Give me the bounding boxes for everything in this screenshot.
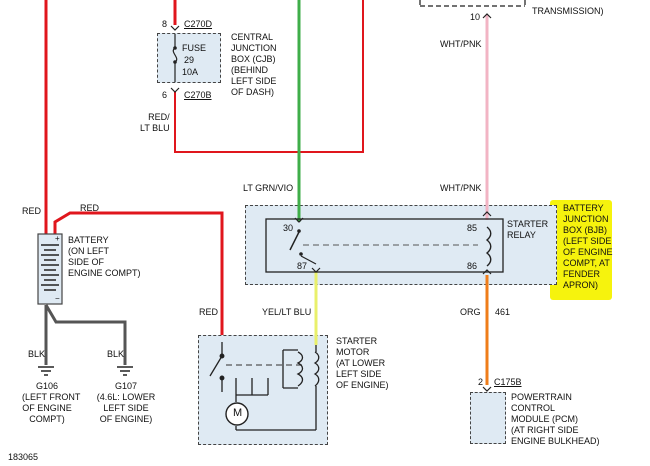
relay-pin-85: 85	[467, 223, 478, 233]
wht-pnk-mid-label: WHT/PNK	[440, 183, 482, 193]
pcm-pin: 2	[478, 377, 484, 387]
pcm-description: POWERTRAIN CONTROL MODULE (PCM) (AT RIGH…	[511, 392, 600, 447]
starter-desc-line: LEFT SIDE	[336, 369, 382, 379]
relay-name-line: RELAY	[507, 230, 536, 240]
pin-10-label: 10	[470, 12, 481, 22]
wht-pnk-top-label: WHT/PNK	[440, 39, 482, 49]
relay-pin-86: 86	[467, 261, 478, 271]
relay-pin-30: 30	[283, 223, 294, 233]
ground-symbol-g106	[38, 366, 54, 376]
red-starter-label: RED	[199, 307, 219, 317]
pcm-desc-line: POWERTRAIN	[511, 392, 572, 402]
ground-wire-g107	[44, 304, 127, 365]
bjb-desc-line: BATTERY	[563, 203, 604, 213]
pcm-desc-line: ENGINE BULKHEAD)	[511, 436, 600, 446]
org-label: ORG	[460, 307, 481, 317]
connector-chevrons	[170, 13, 492, 392]
starter-motor-box	[198, 335, 328, 445]
g106-line: OF ENGINE	[22, 403, 72, 413]
starter-description: STARTER MOTOR (AT LOWER LEFT SIDE OF ENG…	[336, 336, 389, 391]
lt-grn-vio-label: LT GRN/VIO	[243, 183, 294, 193]
circuit-461-label: 461	[495, 307, 511, 317]
bjb-desc-line: COMPT, AT	[563, 258, 610, 268]
blk-g106-label: BLK	[28, 349, 46, 359]
battery-desc-line: (ON LEFT	[68, 246, 110, 256]
red-lt-blu-wire	[174, 0, 364, 153]
bjb-desc-line: APRON)	[563, 280, 599, 290]
highlight-bjb-text	[550, 200, 612, 300]
fuse-symbol	[172, 34, 178, 82]
starter-desc-line: OF ENGINE)	[336, 380, 389, 390]
cjb-desc-line: CENTRAL	[231, 32, 274, 42]
g106-line: (LEFT FRONT	[22, 392, 81, 402]
battery-desc-line: BATTERY	[68, 235, 109, 245]
g106-description: G106 (LEFT FRONT OF ENGINE COMPT)	[22, 381, 81, 425]
starter-desc-line: (AT LOWER	[336, 358, 386, 368]
red-battery-left-label: RED	[22, 206, 42, 216]
motor-symbol-circle	[225, 402, 249, 426]
relay-pin-87: 87	[297, 261, 308, 271]
cjb-fuse-box	[157, 33, 221, 83]
red-battery-top-label: RED	[80, 203, 100, 213]
blk-g107-label: BLK	[107, 349, 125, 359]
relay-name-line: STARTER	[507, 219, 549, 229]
bjb-desc-line: BOX (BJB)	[563, 225, 608, 235]
fuse-number: 29	[184, 55, 195, 65]
transmission-label: TRANSMISSION)	[532, 6, 604, 16]
cjb-desc-line: (BEHIND	[231, 65, 269, 75]
starter-solenoid	[209, 342, 320, 431]
g107-line: (4.6L: LOWER	[96, 392, 156, 402]
motor-m-label: M	[233, 407, 243, 419]
starter-desc-line: STARTER	[336, 336, 378, 346]
g106-line: G106	[35, 381, 59, 391]
cjb-connector-bottom: C270B	[184, 90, 212, 100]
g107-line: G107	[114, 381, 138, 391]
battery-minus: −	[55, 294, 60, 303]
battery-desc-line: SIDE OF	[68, 257, 105, 267]
starter-relay-name: STARTER RELAY	[507, 219, 548, 241]
battery-plus: +	[55, 234, 60, 243]
cjb-pin-bottom: 6	[162, 90, 168, 100]
starter-relay-symbol	[265, 218, 504, 273]
pcm-desc-line: (AT RIGHT SIDE	[511, 425, 579, 435]
battery-desc-line: ENGINE COMPT)	[68, 268, 141, 278]
red-wire-battery-top	[53, 211, 224, 335]
cjb-desc-line: OF DASH)	[231, 87, 275, 97]
bjb-desc-line: OF ENGINE	[563, 247, 613, 257]
pcm-desc-line: MODULE (PCM)	[511, 414, 578, 424]
red-lt-blu-label: RED/ LT BLU	[140, 112, 170, 134]
relay-coil	[485, 226, 492, 267]
fuse-name: FUSE	[182, 43, 207, 53]
cjb-desc-line: BOX (CJB)	[231, 54, 276, 64]
pcm-desc-line: CONTROL	[511, 403, 556, 413]
cjb-pin-top: 8	[162, 19, 168, 29]
wire-color-line: LT BLU	[140, 123, 170, 133]
figure-id: 183065	[8, 452, 39, 462]
pcm-box	[470, 392, 506, 444]
pcm-connector: C175B	[494, 377, 522, 387]
cjb-desc-line: JUNCTION	[231, 43, 277, 53]
cjb-connector-top: C270D	[184, 19, 213, 29]
battery-cells	[41, 244, 59, 291]
fuse-rating: 10A	[182, 67, 199, 77]
g107-description: G107 (4.6L: LOWER LEFT SIDE OF ENGINE)	[95, 381, 157, 425]
yel-lt-blu-label: YEL/LT BLU	[262, 307, 312, 317]
g107-line: OF ENGINE)	[99, 414, 153, 424]
relay-switch-contact	[289, 231, 300, 251]
ground-symbol-g107	[117, 366, 133, 376]
g106-line: COMPT)	[29, 414, 65, 424]
battery-description: BATTERY (ON LEFT SIDE OF ENGINE COMPT)	[68, 235, 141, 279]
cjb-desc-line: LEFT SIDE	[231, 76, 277, 86]
starter-desc-line: MOTOR	[336, 347, 370, 357]
bjb-desc-line: JUNCTION	[563, 214, 609, 224]
cjb-description: CENTRAL JUNCTION BOX (CJB) (BEHIND LEFT …	[231, 32, 277, 98]
bjb-desc-line: FENDER	[563, 269, 601, 279]
bjb-description: BATTERY JUNCTION BOX (BJB) (LEFT SIDE OF…	[563, 203, 613, 291]
bjb-desc-line: (LEFT SIDE	[563, 236, 612, 246]
wire-color-line: RED/	[148, 112, 170, 122]
g107-line: LEFT SIDE	[103, 403, 149, 413]
